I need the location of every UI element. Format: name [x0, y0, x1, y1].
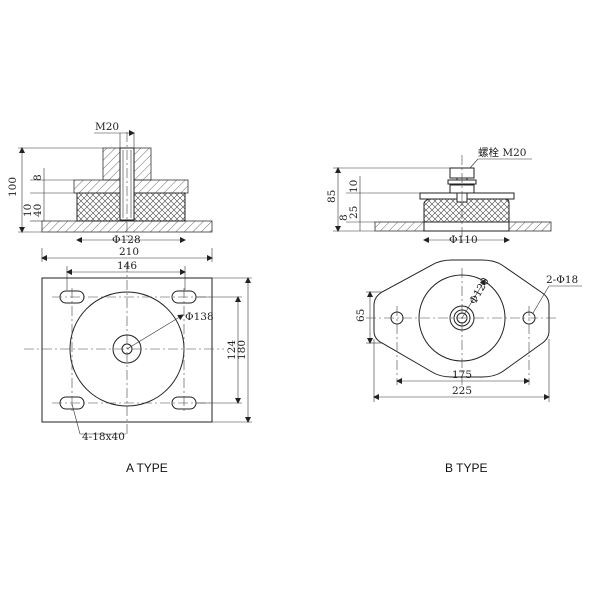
a-height-rubber: 40: [32, 204, 44, 217]
b-bolt-label: 螺栓 M20: [478, 146, 526, 159]
b-type-plan: Φ120 2-Φ18 65 175 225: [355, 259, 582, 402]
a-width-total: 210: [119, 246, 139, 258]
b-rubber-dia: Φ110: [449, 234, 478, 246]
a-type-plan: 210 146 Φ138 124 180: [24, 246, 252, 443]
b-height-top: 10: [348, 180, 360, 193]
a-bolt-label: M20: [95, 121, 119, 133]
b-type-elevation: 螺栓 M20 85 10 25 8 Φ110: [326, 146, 552, 246]
b-hole-spacing: 175: [452, 369, 472, 381]
b-holes-label: 2-Φ18: [546, 274, 578, 286]
a-type-caption: A TYPE: [126, 461, 168, 475]
b-width-total: 225: [452, 385, 472, 397]
a-plate-dia: Φ138: [185, 311, 214, 323]
b-plate-dia: Φ120: [467, 276, 492, 307]
a-height-top: 8: [32, 174, 44, 181]
a-height-total: 100: [7, 177, 19, 197]
a-hole-spacing-y: 124: [226, 340, 238, 360]
b-height-rubber: 25: [348, 206, 360, 219]
a-height-plan: 180: [236, 340, 248, 360]
b-height-total: 85: [326, 190, 338, 203]
a-mount-plate: [41, 277, 213, 423]
a-rubber-dia: Φ128: [112, 234, 141, 246]
a-bore: [119, 147, 135, 221]
a-height-base: 10: [22, 204, 34, 217]
b-flange: [373, 259, 550, 378]
b-height-base: 8: [338, 214, 350, 221]
a-type-elevation: M20 100 8 40 10 Φ128: [7, 121, 213, 246]
b-type-caption: B TYPE: [445, 461, 487, 475]
a-slots-label: 4-18x40: [82, 431, 125, 443]
b-height-plan: 65: [355, 309, 367, 322]
